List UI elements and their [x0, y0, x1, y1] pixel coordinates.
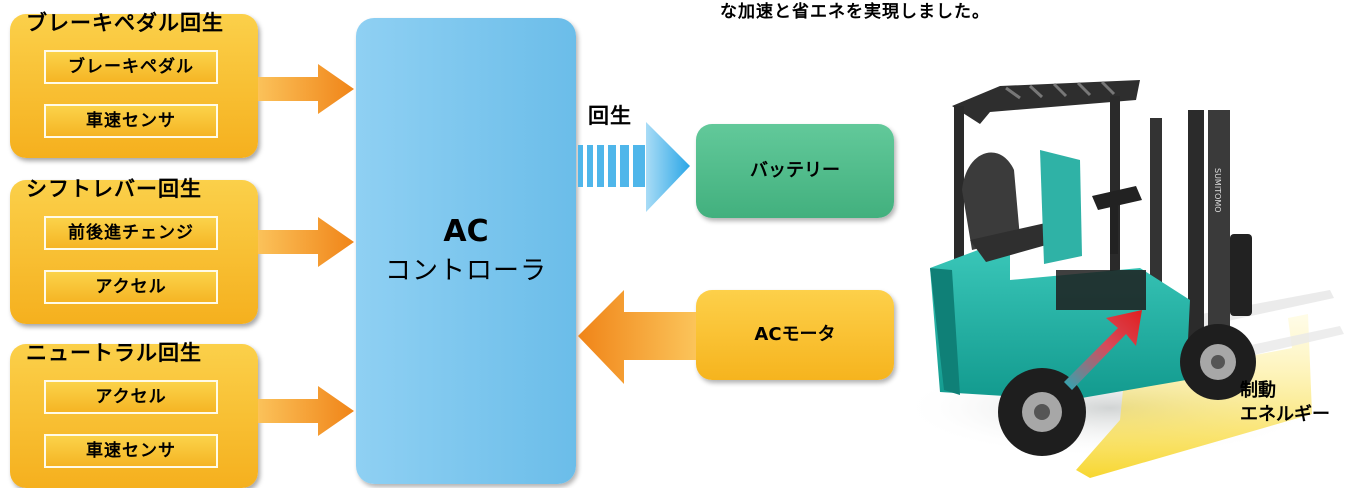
- brake-energy-label-line1: 制動: [1240, 380, 1276, 401]
- controller-title: AC: [443, 214, 489, 249]
- ac-controller-box: AC コントローラ: [356, 18, 576, 484]
- top-caption: な加速と省エネを実現しました。: [720, 2, 990, 22]
- controller-subtitle: コントローラ: [384, 256, 547, 286]
- forklift-photo: SUMITOMO: [900, 80, 1344, 478]
- regen-arrow-to-battery: [578, 122, 690, 212]
- battery-box: バッテリー: [696, 124, 894, 218]
- mast-logo-text: SUMITOMO: [1213, 168, 1222, 213]
- item-brake-pedal: ブレーキペダル: [44, 50, 218, 84]
- arrow-brake-to-controller: [258, 64, 354, 114]
- item-forward-reverse-change: 前後進チェンジ: [44, 216, 218, 250]
- regen-label: 回生: [588, 104, 632, 128]
- group-title: ニュートラル回生: [26, 341, 202, 365]
- brake-energy-label-line2: エネルギー: [1240, 404, 1330, 425]
- item-accelerator: アクセル: [44, 380, 218, 414]
- arrow-shift-to-controller: [258, 217, 354, 267]
- item-vehicle-speed-sensor: 車速センサ: [44, 434, 218, 468]
- group-title: ブレーキペダル回生: [26, 11, 224, 35]
- group-title: シフトレバー回生: [26, 177, 202, 201]
- item-accelerator: アクセル: [44, 270, 218, 304]
- item-vehicle-speed-sensor: 車速センサ: [44, 104, 218, 138]
- group-brake-pedal-regen: ブレーキペダル回生 ブレーキペダル 車速センサ: [10, 11, 258, 158]
- arrow-neutral-to-controller: [258, 386, 354, 436]
- group-shift-lever-regen: シフトレバー回生 前後進チェンジ アクセル: [10, 177, 258, 324]
- ac-motor-box: ACモータ: [696, 290, 894, 380]
- group-neutral-regen: ニュートラル回生 アクセル 車速センサ: [10, 341, 258, 488]
- arrow-motor-to-controller: [578, 290, 696, 384]
